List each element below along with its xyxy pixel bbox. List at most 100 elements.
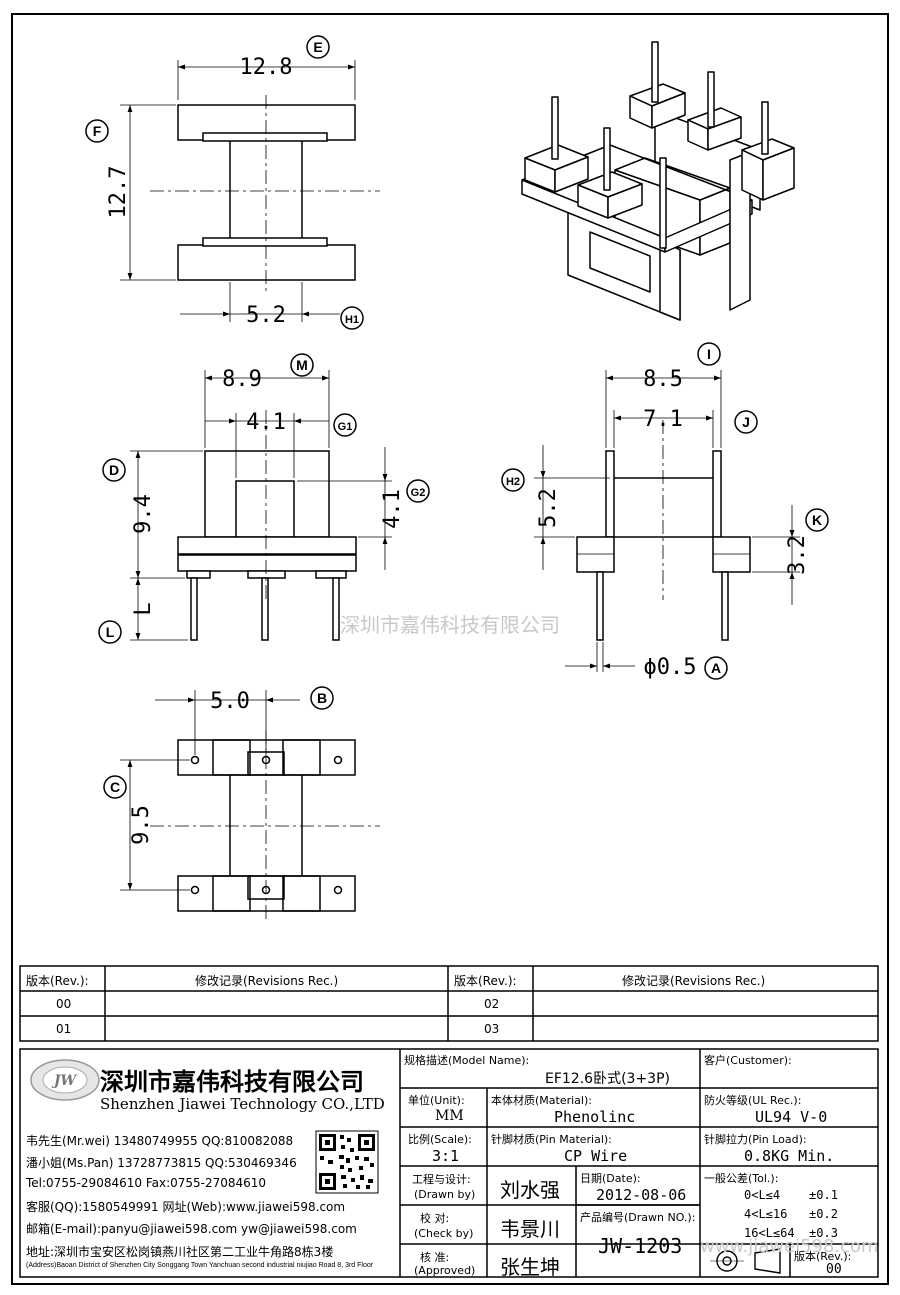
bubble-M: M bbox=[290, 353, 314, 377]
tol-row-2: 4<L≤16 ±0.2 bbox=[744, 1207, 838, 1221]
ul-value: UL94 V-0 bbox=[755, 1108, 828, 1126]
svg-text:B: B bbox=[317, 690, 327, 706]
dim-side-height: 5.2 bbox=[536, 488, 561, 528]
isometric-view bbox=[521, 41, 795, 321]
bubble-A: A bbox=[704, 656, 728, 680]
drawn-label-en: (Drawn by) bbox=[414, 1188, 476, 1201]
sheet-border bbox=[11, 13, 889, 1285]
bubble-K: K bbox=[805, 508, 829, 532]
contact-wei: 韦先生(Mr.wei) 13480749955 QQ:810082088 bbox=[26, 1134, 294, 1148]
bubble-B: B bbox=[310, 686, 334, 710]
drawn-no-value: JW-1203 bbox=[598, 1234, 683, 1258]
rec-header-right: 修改记录(Revisions Rec.) bbox=[622, 974, 766, 988]
bubble-G1: G1 bbox=[333, 413, 357, 437]
model-value: EF12.6卧式(3+3P) bbox=[545, 1071, 670, 1087]
dim-top-height: 12.7 bbox=[106, 166, 131, 219]
svg-text:E: E bbox=[313, 39, 322, 55]
dim-side-inner: 7.1 bbox=[643, 407, 683, 432]
scale-value: 3:1 bbox=[432, 1147, 460, 1165]
bubble-H2: H2 bbox=[501, 468, 525, 492]
dim-bottom-height: 9.5 bbox=[129, 805, 154, 845]
rev-label: 版本(Rev.): bbox=[794, 1250, 852, 1263]
dim-front-height: 9.4 bbox=[131, 494, 156, 534]
tol-row-1: 0<L≤4 ±0.1 bbox=[744, 1188, 838, 1202]
revision-table bbox=[19, 965, 879, 1042]
svg-text:D: D bbox=[109, 462, 119, 478]
rev-value: 00 bbox=[826, 1262, 842, 1277]
address-cn: 地址:深圳市宝安区松岗镇燕川社区第二工业牛角路8栋3楼 bbox=[26, 1245, 334, 1259]
ul-label: 防火等级(UL Rec.): bbox=[704, 1094, 802, 1107]
bubble-J: J bbox=[734, 410, 758, 434]
rev-row-03: 03 bbox=[484, 1022, 500, 1036]
dim-side-flange: 3.2 bbox=[785, 535, 810, 575]
bubble-C: C bbox=[103, 775, 127, 799]
bubble-E: E bbox=[306, 35, 330, 59]
dim-front-inner: 4.1 bbox=[246, 410, 286, 435]
rev-header-right: 版本(Rev.): bbox=[454, 974, 517, 988]
address-en: (Address)Baoan District of Shenzhen City… bbox=[26, 1262, 374, 1269]
svg-text:I: I bbox=[707, 346, 711, 362]
svg-text:F: F bbox=[93, 123, 102, 139]
bubble-D: D bbox=[102, 458, 126, 482]
rev-row-00: 00 bbox=[56, 997, 72, 1011]
front-view bbox=[130, 370, 392, 641]
dim-side-width: 8.5 bbox=[643, 367, 683, 392]
watermark-corner: www.jiawei598.com bbox=[700, 1236, 879, 1257]
pin-material-value: CP Wire bbox=[564, 1147, 628, 1165]
material-label: 本体材质(Material): bbox=[491, 1094, 592, 1107]
pin-load-label: 针脚拉力(Pin Load): bbox=[704, 1133, 807, 1146]
pin-load-value: 0.8KG Min. bbox=[744, 1147, 835, 1165]
bubble-L: L bbox=[98, 620, 122, 644]
dim-front-pin: L bbox=[131, 602, 156, 615]
title-block-lines bbox=[19, 1048, 879, 1278]
check-label-en: (Check by) bbox=[414, 1227, 474, 1240]
dim-top-width: 12.8 bbox=[240, 55, 293, 80]
rec-header-left: 修改记录(Revisions Rec.) bbox=[195, 974, 339, 988]
scale-label: 比例(Scale): bbox=[408, 1133, 472, 1146]
drawn-no-label: 产品编号(Drawn NO.): bbox=[580, 1211, 696, 1224]
bubble-G2: G2 bbox=[406, 479, 430, 503]
drawn-label-cn: 工程与设计: bbox=[412, 1173, 471, 1186]
side-view bbox=[534, 370, 800, 672]
watermark-center: 深圳市嘉伟科技有限公司 bbox=[340, 613, 560, 637]
model-label: 规格描述(Model Name): bbox=[404, 1054, 530, 1067]
pin-material-label: 针脚材质(Pin Material): bbox=[491, 1133, 612, 1146]
svg-text:H2: H2 bbox=[506, 476, 520, 488]
company-logo: JW bbox=[30, 1059, 100, 1101]
qr-code-icon bbox=[315, 1130, 379, 1194]
approved-label-cn: 核 准: bbox=[420, 1251, 450, 1264]
material-value: Phenolinc bbox=[554, 1108, 636, 1126]
company-name-cn: 深圳市嘉伟科技有限公司 bbox=[100, 1067, 364, 1096]
approved-by: 张生坤 bbox=[500, 1255, 560, 1279]
rev-row-01: 01 bbox=[56, 1022, 72, 1036]
contact-qq-web: 客服(QQ):1580549991 网址(Web):www.jiawei598.… bbox=[26, 1200, 346, 1214]
check-by: 韦景川 bbox=[500, 1217, 560, 1241]
company-name-en: Shenzhen Jiawei Technology CO.,LTD bbox=[100, 1095, 385, 1113]
svg-text:K: K bbox=[812, 512, 822, 528]
bubble-F: F bbox=[85, 119, 109, 143]
rev-row-02: 02 bbox=[484, 997, 500, 1011]
svg-text:M: M bbox=[296, 357, 308, 373]
drawn-by: 刘水强 bbox=[500, 1178, 560, 1202]
svg-text:L: L bbox=[106, 624, 115, 640]
customer-label: 客户(Customer): bbox=[704, 1054, 792, 1067]
dim-top-core: 5.2 bbox=[246, 303, 286, 328]
unit-label: 单位(Unit): bbox=[408, 1094, 465, 1107]
svg-text:A: A bbox=[711, 660, 721, 676]
contact-email: 邮箱(E-mail):panyu@jiawei598.com yw@jiawei… bbox=[26, 1222, 357, 1236]
unit-value: MM bbox=[435, 1108, 464, 1124]
tol-row-3: 16<L≤64 ±0.3 bbox=[744, 1226, 838, 1240]
date-label: 日期(Date): bbox=[580, 1172, 641, 1185]
svg-text:C: C bbox=[110, 779, 120, 795]
bottom-view bbox=[120, 690, 380, 922]
bubble-H1: H1 bbox=[340, 306, 364, 330]
svg-text:G2: G2 bbox=[411, 487, 426, 499]
tol-label: 一般公差(Tol.): bbox=[704, 1172, 779, 1185]
svg-text:JW: JW bbox=[51, 1073, 78, 1089]
date-value: 2012-08-06 bbox=[596, 1186, 687, 1204]
approved-label-en: (Approved) bbox=[414, 1264, 476, 1277]
bubble-I: I bbox=[697, 342, 721, 366]
dim-front-width: 8.9 bbox=[222, 367, 262, 392]
dim-bottom-pitch: 5.0 bbox=[210, 689, 250, 714]
